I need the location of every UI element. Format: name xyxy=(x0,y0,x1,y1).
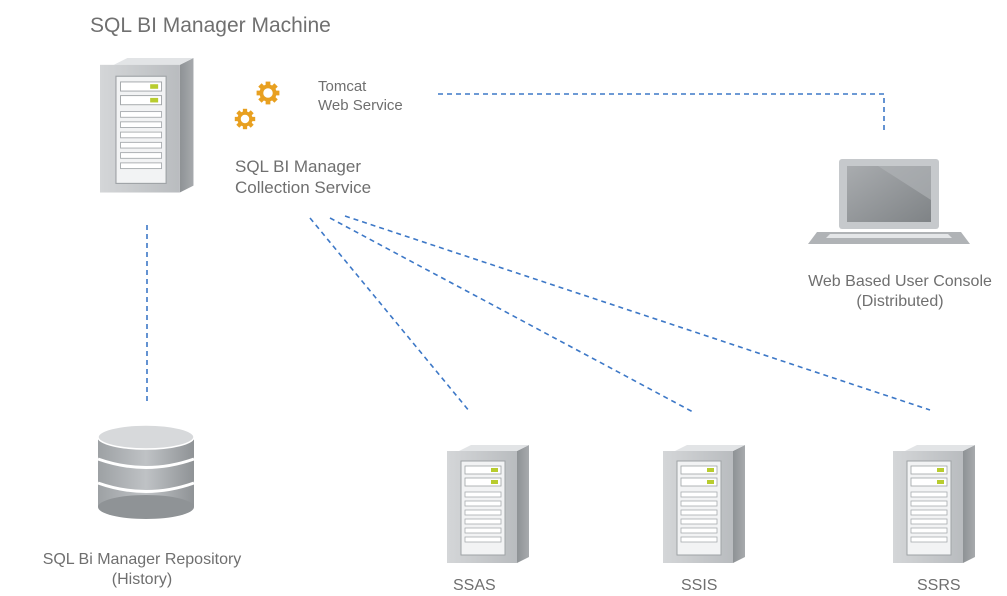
machine-title: SQL BI Manager Machine xyxy=(90,14,331,37)
repository-label-line1: SQL Bi Manager Repository xyxy=(42,551,242,568)
connector-collection-ssas xyxy=(309,217,471,413)
console-label: Web Based User Console (Distributed) xyxy=(794,272,1006,312)
server-icon xyxy=(892,444,976,564)
connector-collection-ssrs xyxy=(344,215,931,411)
server-icon xyxy=(662,444,746,564)
connector-tomcat-console xyxy=(438,93,885,130)
tomcat-label: Tomcat Web Service xyxy=(318,78,403,116)
collection-service-line1: SQL BI Manager xyxy=(235,157,361,176)
ssrs-label: SSRS xyxy=(917,577,961,594)
tomcat-label-line1: Tomcat xyxy=(318,78,367,95)
tomcat-label-line2: Web Service xyxy=(318,96,403,114)
ssas-label: SSAS xyxy=(453,577,496,594)
collection-service-label: SQL BI Manager Collection Service xyxy=(235,156,371,199)
laptop-icon xyxy=(808,159,970,244)
collection-service-line2: Collection Service xyxy=(235,178,372,198)
server-icon xyxy=(99,57,195,194)
repository-label-line2: (History) xyxy=(111,571,173,588)
server-icon xyxy=(446,444,530,564)
ssis-label: SSIS xyxy=(681,577,718,594)
repository-label: SQL Bi Manager Repository (History) xyxy=(6,550,278,590)
console-label-line2: (Distributed) xyxy=(856,293,944,310)
console-label-line1: Web Based User Console xyxy=(808,273,992,290)
connector-collection-ssis xyxy=(329,217,694,413)
gear-icon xyxy=(233,79,282,131)
database-icon xyxy=(97,424,195,519)
connector-lines xyxy=(146,93,931,413)
